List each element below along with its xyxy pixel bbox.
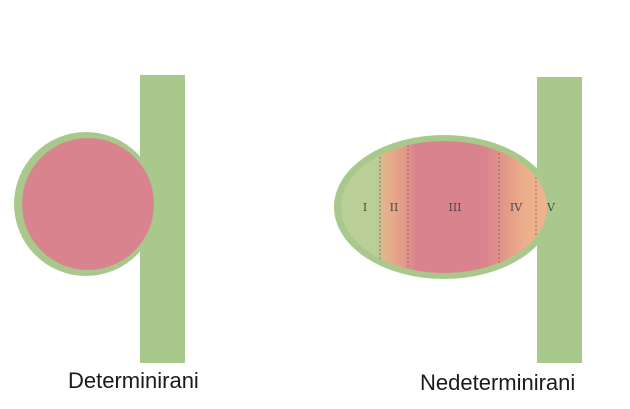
determinate-caption: Determinirani [68,368,199,394]
zone-label-I: I [363,201,367,214]
zone-label-V: V [546,201,556,214]
zone-label-IV: IV [510,201,523,214]
indeterminate-panel: I II III IV V [334,77,582,363]
determinate-tumor-core [22,138,154,270]
zone-label-III: III [448,201,461,214]
zone-label-II: II [390,201,399,214]
determinate-panel [14,75,185,363]
indeterminate-caption: Nedeterminirani [420,370,575,396]
